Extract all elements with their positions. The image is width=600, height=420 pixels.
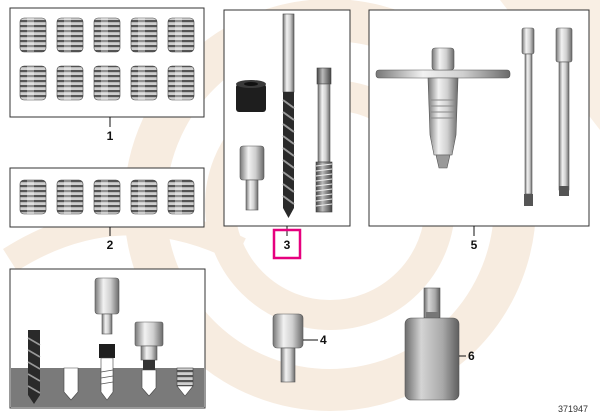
thread-insert	[56, 179, 84, 215]
panel-installation-steps	[9, 268, 206, 409]
bit-socket	[239, 145, 265, 211]
socket-extension-short	[555, 27, 573, 196]
thread-insert	[130, 17, 158, 53]
part-2-callout[interactable]: 2	[107, 238, 114, 252]
socket-extension-long	[521, 27, 535, 206]
thread-insert	[167, 17, 195, 53]
thread-insert	[19, 179, 47, 215]
part-6-adhesive-bottle	[404, 287, 460, 401]
thread-insert	[93, 17, 121, 53]
thread-insert	[93, 179, 121, 215]
thread-insert	[56, 17, 84, 53]
part-4-callout[interactable]: 4	[320, 333, 327, 347]
thread-insert	[130, 65, 158, 101]
thread-insert	[19, 65, 47, 101]
panel-5-frame	[368, 9, 590, 227]
stop-collar	[236, 80, 266, 112]
thread-insert	[167, 179, 195, 215]
twist-drill	[282, 13, 295, 218]
step-drilling	[27, 330, 41, 404]
panel-3-drill-and-tap	[223, 9, 351, 227]
diagram-number: 371947	[558, 404, 588, 414]
thread-tap	[315, 67, 333, 213]
part-3-callout[interactable]: 3	[284, 238, 291, 252]
thread-insert	[93, 65, 121, 101]
step-tapping	[94, 277, 120, 401]
panel-1-thread-inserts	[9, 7, 205, 118]
part-5-callout[interactable]: 5	[471, 238, 478, 252]
panel-2-thread-inserts	[9, 167, 205, 228]
thread-insert	[56, 65, 84, 101]
step-finished	[176, 367, 194, 397]
thread-insert	[19, 17, 47, 53]
step-hole	[63, 367, 79, 401]
step-insert-install	[134, 321, 164, 397]
thread-insert	[167, 65, 195, 101]
part-6-callout[interactable]: 6	[468, 349, 475, 363]
part-3-highlight-box	[272, 228, 302, 260]
thread-insert	[130, 179, 158, 215]
tap-wrench	[375, 47, 511, 169]
panel-5-tap-wrench	[368, 9, 590, 227]
part-1-callout[interactable]: 1	[107, 129, 114, 143]
part-4-bit-socket	[272, 313, 304, 383]
